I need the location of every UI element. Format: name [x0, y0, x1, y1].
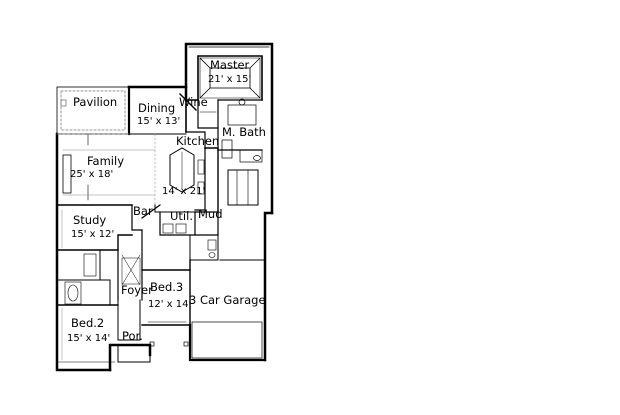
- exterior-wall: [55, 85, 274, 372]
- mbath-label: M. Bath: [222, 125, 266, 139]
- bar-area: [131, 204, 161, 231]
- kitchen-label: Kitchen: [176, 134, 220, 148]
- master-dims: 21' x 15': [208, 74, 252, 85]
- foyer-label: Foyer: [121, 283, 153, 297]
- wine-room: [185, 99, 219, 149]
- dining-room: [127, 85, 197, 136]
- master-wall: [184, 42, 274, 215]
- study-dims: 15' x 12': [71, 229, 115, 240]
- hall-bath: [56, 249, 111, 306]
- bed3-dims: 12' x 14': [148, 299, 192, 310]
- mud-label: Mud: [198, 207, 223, 221]
- util-label: Util.: [170, 209, 193, 223]
- study-label: Study: [73, 213, 107, 227]
- wine-label: Wine: [179, 95, 208, 109]
- bed2-dims: 15' x 14': [67, 333, 111, 344]
- study-room: [56, 209, 133, 251]
- bed2-label: Bed.2: [71, 316, 105, 330]
- family-dims: 25' x 18': [70, 169, 114, 180]
- porch-label: Por.: [122, 329, 143, 343]
- utility-room: [159, 211, 219, 261]
- master-bath: [204, 98, 263, 214]
- dining-dims: 15' x 13': [137, 116, 181, 127]
- garage-room: [188, 259, 267, 362]
- kitchen-dims: 14' x 21': [162, 186, 206, 197]
- master-label: Master: [210, 58, 250, 72]
- garage-label: 3 Car Garage: [189, 293, 266, 307]
- bar-label: Bar: [133, 204, 153, 218]
- family-room: [56, 133, 156, 206]
- dining-label: Dining: [138, 101, 176, 115]
- porch-area: [117, 341, 189, 363]
- kitchen-room: [154, 133, 206, 213]
- family-label: Family: [87, 154, 125, 168]
- bed2-room: [56, 304, 119, 363]
- foyer-hall: [117, 229, 143, 341]
- pavilion-label: Pavilion: [73, 95, 118, 109]
- bed3-label: Bed.3: [150, 280, 184, 294]
